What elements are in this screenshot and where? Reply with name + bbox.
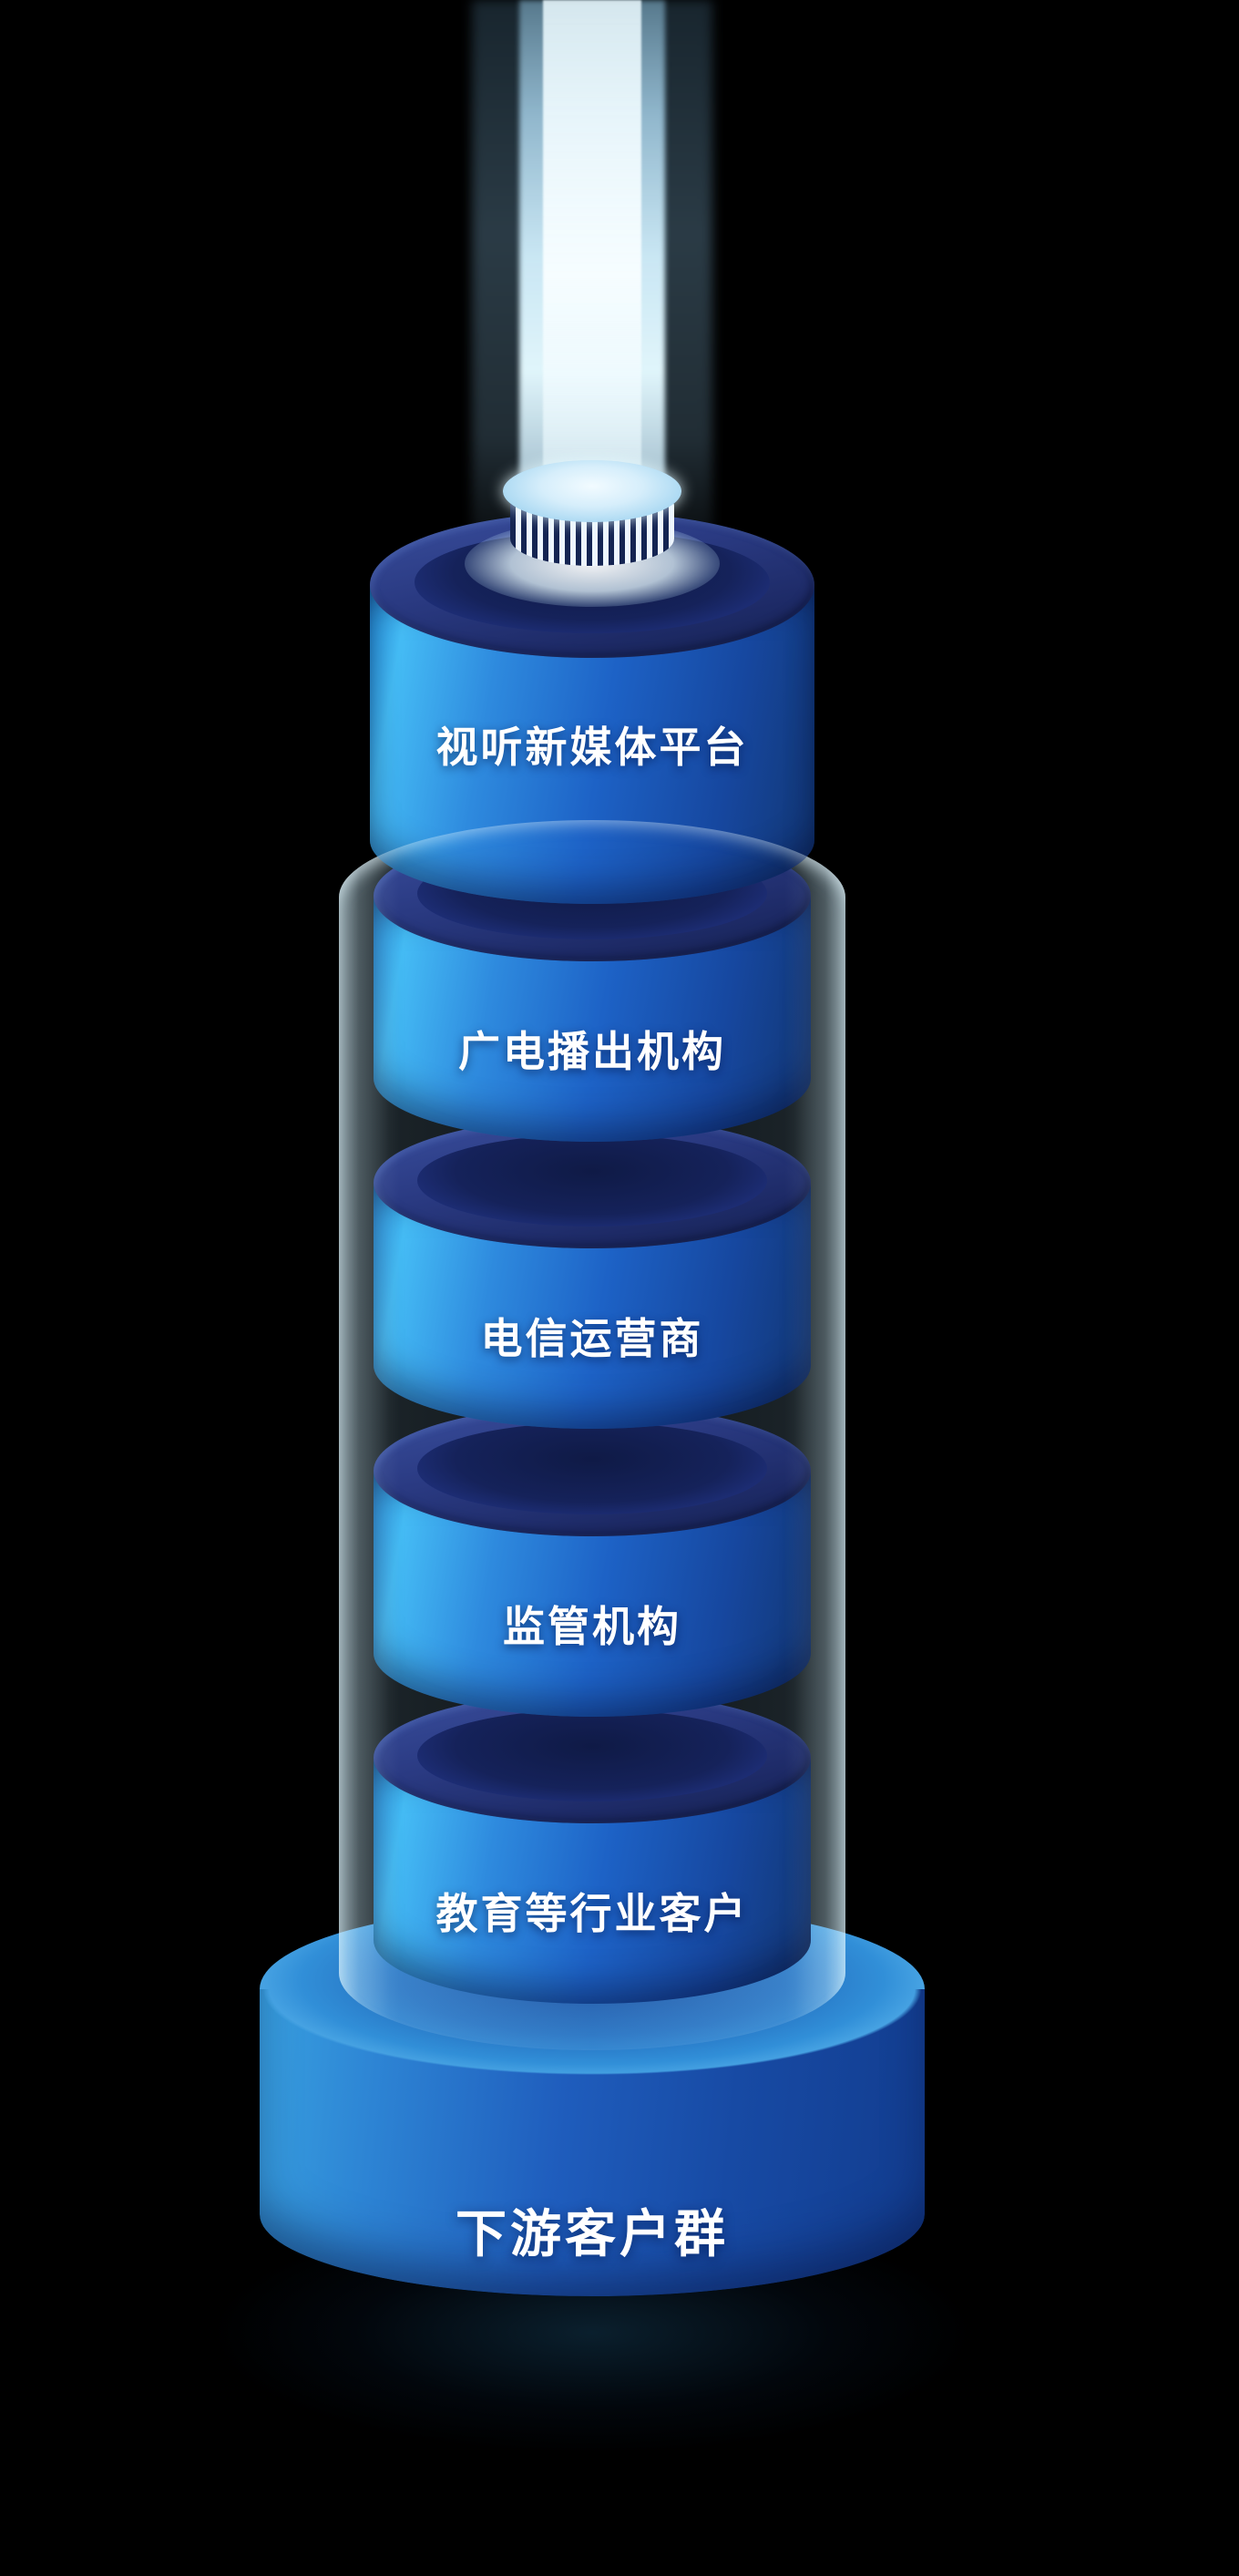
cylinder-top-face (374, 1405, 811, 1536)
cap-top-face (503, 460, 681, 522)
cylinder-top-inset (417, 1709, 767, 1801)
cylinder-label: 监管机构 (503, 1603, 681, 1650)
light-beam-core (543, 0, 641, 551)
cylinder-top-inset (417, 1134, 767, 1226)
cylinder-label: 视听新媒体平台 (435, 724, 749, 771)
cylinder-top-face (374, 1692, 811, 1823)
cylinder-label: 广电播出机构 (458, 1028, 726, 1075)
cylinder-label: 电信运营商 (480, 1315, 704, 1362)
cylinder-industry-customers: 教育等行业客户 (374, 1692, 811, 2075)
cylinder-regulators: 监管机构 (374, 1405, 811, 1788)
base-label: 下游客户群 (456, 2205, 729, 2263)
cylinder-top-inset (417, 1421, 767, 1514)
cylinder-label: 教育等行业客户 (435, 1890, 749, 1937)
ribbed-cap (465, 458, 720, 613)
cylinder-top-face (374, 1117, 811, 1248)
base-front: 下游客户群 (260, 1989, 925, 2296)
cylinder-telecom-operators: 电信运营商 (374, 1117, 811, 1500)
